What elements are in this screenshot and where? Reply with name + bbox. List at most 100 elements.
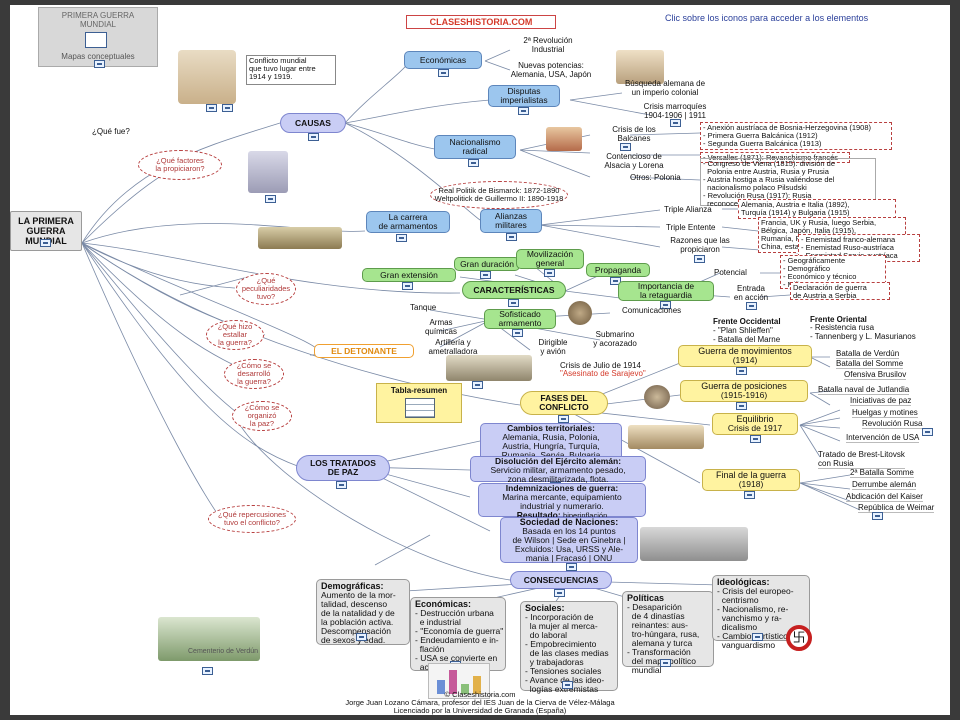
soldier-image[interactable] bbox=[178, 50, 236, 104]
economicas-cons-node: Económicas: - Destrucción urbana e indus… bbox=[410, 597, 506, 672]
triple-alianza-items: Alemania, Austria e Italia (1892), Turqu… bbox=[738, 199, 896, 219]
sarajevo-link-icon[interactable] bbox=[472, 381, 483, 389]
movilizacion-link-icon[interactable] bbox=[544, 269, 555, 277]
question-factores: ¿Qué factores la propiciaron? bbox=[138, 150, 222, 180]
resultado-title: Resultado: bbox=[516, 510, 561, 520]
final-label: Final de la guerra bbox=[715, 470, 787, 480]
alianzas-node: Alianzas militares bbox=[480, 209, 542, 233]
tratados-link-icon[interactable] bbox=[336, 481, 347, 489]
politicas-node: Políticas - Desaparición de 4 dinastías … bbox=[622, 591, 714, 675]
caracteristicas-link-icon[interactable] bbox=[508, 299, 519, 307]
sociedad-link-icon[interactable] bbox=[566, 563, 577, 571]
logo-subtitle: Mapas conceptuales bbox=[61, 52, 135, 61]
politicas-link-icon[interactable] bbox=[660, 659, 671, 667]
battle-item: Derrumbe alemán bbox=[852, 480, 917, 490]
gran-duracion-link-icon[interactable] bbox=[480, 271, 491, 279]
consecuencias-link-icon[interactable] bbox=[554, 589, 565, 597]
armamentos-link-icon[interactable] bbox=[396, 234, 407, 242]
causas-link-icon[interactable] bbox=[308, 133, 319, 141]
battle-item: República de Weimar bbox=[858, 503, 935, 513]
portrait-image[interactable] bbox=[616, 50, 664, 84]
geneva-building-image[interactable] bbox=[640, 527, 748, 561]
uncle-sam-link-icon[interactable] bbox=[265, 195, 276, 203]
balcanes-link-icon[interactable] bbox=[620, 143, 631, 151]
fases-link-icon[interactable] bbox=[558, 415, 569, 423]
battle-link-icon[interactable] bbox=[872, 512, 883, 520]
movimientos-link-icon[interactable] bbox=[736, 367, 747, 375]
battle-link-icon[interactable] bbox=[922, 428, 933, 436]
cementerio-link-icon[interactable] bbox=[202, 667, 213, 675]
razones: Razones que las propiciaron bbox=[670, 236, 730, 254]
equilibrio-label: Equilibrio bbox=[736, 414, 774, 424]
economy-chart-image[interactable] bbox=[428, 663, 490, 699]
sarajevo-image[interactable] bbox=[446, 355, 532, 381]
battle-item: Batalla naval de Jutlandia bbox=[818, 385, 910, 395]
battle-item: Intervención de USA bbox=[846, 433, 920, 443]
disputas-link-icon[interactable] bbox=[518, 107, 529, 115]
question-desarrollo: ¿Cómo se desarrolló la guerra? bbox=[224, 359, 284, 389]
officer-image[interactable] bbox=[644, 385, 670, 409]
posiciones-link-icon[interactable] bbox=[736, 402, 747, 410]
economicas-node: Económicas bbox=[404, 51, 482, 69]
footer-line3: Licenciado por la Universidad de Granada… bbox=[393, 706, 567, 715]
movimientos-node: Guerra de movimientos (1914) bbox=[678, 345, 812, 367]
sociales-link-icon[interactable] bbox=[562, 681, 573, 689]
kremlin-image[interactable] bbox=[546, 127, 582, 151]
retaguardia-link-icon[interactable] bbox=[660, 301, 671, 309]
crisis-balcanes: Crisis de los Balcanes bbox=[612, 125, 656, 143]
intro-note: Conflicto mundial que tuvo lugar entre 1… bbox=[246, 55, 336, 85]
footer-line1: © Claseshistoria.com bbox=[444, 690, 516, 699]
ideologicas-link-icon[interactable] bbox=[752, 633, 763, 641]
otros-polonia: Otros: Polonia bbox=[630, 173, 681, 182]
final-years: (1918) bbox=[738, 479, 764, 489]
intro-link-icon-2[interactable] bbox=[222, 104, 233, 112]
site-name[interactable]: CLASESHISTORIA.COM bbox=[406, 15, 556, 29]
armamento-link-icon[interactable] bbox=[512, 329, 523, 337]
detonante-asesinato: "Asesinato de Sarajevo" bbox=[560, 369, 646, 378]
frente-occidental: Frente Occidental bbox=[713, 317, 781, 326]
verdun-cemetery-image[interactable] bbox=[158, 617, 260, 661]
alsacia-items: - Versalles (1871): Revanchismo francés bbox=[700, 152, 850, 163]
nacionalismo-node: Nacionalismo radical bbox=[434, 135, 516, 159]
question-peculiaridades: ¿Qué peculiaridades tuvo? bbox=[236, 273, 296, 305]
cementerio-label: Cementerio de Verdún bbox=[188, 648, 259, 655]
sociedad-body: Basada en los 14 puntos de Wilson | Sede… bbox=[512, 526, 626, 563]
gran-extension-link-icon[interactable] bbox=[402, 282, 413, 290]
tabla-resumen-box[interactable]: Tabla-resumen bbox=[376, 383, 462, 423]
marruecos-link-icon[interactable] bbox=[670, 119, 681, 127]
entrada: Entrada en acción bbox=[733, 284, 769, 302]
gran-duracion-node: Gran duración bbox=[454, 257, 520, 271]
movimientos-years: (1914) bbox=[732, 355, 758, 365]
indemnizaciones-node: Indemnizaciones de guerra: Marina mercan… bbox=[478, 483, 646, 520]
artilleria: Artillería y ametralladora bbox=[428, 338, 478, 356]
entrada-link-icon[interactable] bbox=[746, 302, 757, 310]
potencial: Potencial bbox=[714, 268, 747, 277]
gasmask-image[interactable] bbox=[568, 301, 592, 325]
equilibrio-link-icon[interactable] bbox=[750, 435, 761, 443]
intro-link-icon[interactable] bbox=[206, 104, 217, 112]
battle-item: Batalla del Somme bbox=[836, 359, 904, 369]
uncle-sam-image[interactable] bbox=[248, 151, 288, 193]
nacionalismo-link-icon[interactable] bbox=[468, 159, 479, 167]
swastika-flag-icon[interactable]: 卐 bbox=[786, 625, 812, 651]
disputas-node: Disputas imperialistas bbox=[488, 85, 560, 107]
battle-item: Ofensiva Brusilov bbox=[844, 370, 907, 380]
razones-link-icon[interactable] bbox=[694, 255, 705, 263]
economicas-r2: Nuevas potencias: Alemania, USA, Japón bbox=[510, 61, 592, 79]
propaganda-node: Propaganda bbox=[586, 263, 650, 277]
demograficas-link-icon[interactable] bbox=[356, 633, 367, 641]
battle-item: Iniciativas de paz bbox=[850, 396, 912, 406]
movimientos-label: Guerra de movimientos bbox=[698, 346, 792, 356]
tank-image[interactable] bbox=[258, 227, 342, 249]
root-link-icon[interactable] bbox=[40, 239, 51, 247]
biplane-image[interactable] bbox=[628, 425, 704, 449]
logo-box[interactable]: PRIMERA GUERRA MUNDIAL Mapas conceptuale… bbox=[38, 7, 158, 67]
final-link-icon[interactable] bbox=[744, 491, 755, 499]
logo-title: PRIMERA GUERRA MUNDIAL bbox=[61, 11, 135, 29]
hint-text: Clic sobre los iconos para acceder a los… bbox=[665, 13, 869, 23]
logo-link-icon[interactable] bbox=[94, 60, 105, 68]
economicas-link-icon[interactable] bbox=[438, 69, 449, 77]
final-node: Final de la guerra (1918) bbox=[702, 469, 800, 491]
alianzas-link-icon[interactable] bbox=[506, 233, 517, 241]
